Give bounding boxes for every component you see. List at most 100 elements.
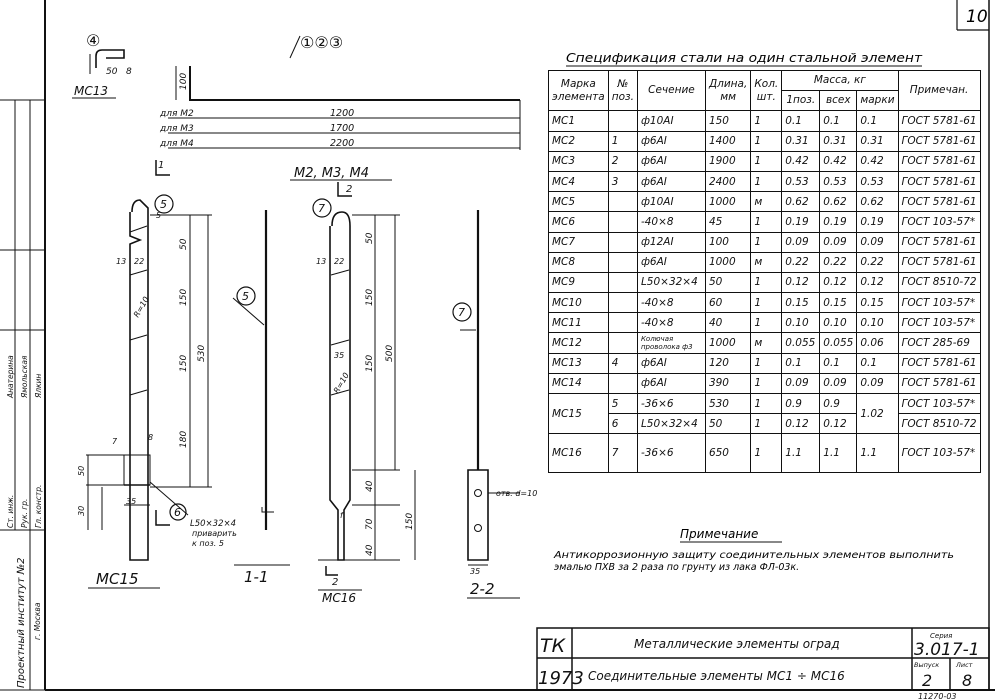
table-cell [607,332,638,354]
table-cell: ф6АI [636,150,706,172]
table-cell: 0.09 [819,231,858,253]
mc16-dim-r10: R=10 [332,371,351,395]
side-stamp [0,99,45,691]
table-cell: 5 [607,392,638,415]
table-cell: 3 [607,170,638,193]
table-cell: МС7 [548,231,609,253]
note-text-2: эмалью ПХВ за 2 раза по грунту из лака Ф… [554,562,799,573]
drawing-lines [72,35,521,599]
table-cell: 0.055 [781,332,821,354]
table-cell: 2 [607,150,638,172]
table-cell: 50 [704,271,752,294]
table-cell: L50×32×4 [636,413,706,435]
table-cell: 1 [750,292,783,314]
mc16-dim-f: f [340,511,344,520]
spec-header-row-1: Марка элемента № поз. Сечение Длина, мм … [548,69,981,112]
angle-note-1: L50×32×4 [190,519,236,529]
table-cell: МС11 [548,312,609,334]
table-cell: 0.055 [819,332,858,354]
mc15-label: МС15 [96,570,139,588]
table-cell: МС14 [548,372,609,395]
mc15-dim-150a: 150 [179,289,189,306]
cut2-label: 2 [346,184,352,195]
circ-5-a: 5 [160,198,167,211]
stamp-name-1: Ялкин [34,374,43,399]
table-cell: 1 [750,271,783,294]
table-cell: 150 [704,110,752,132]
table-cell: 60 [704,292,752,314]
table-cell: ГОСТ 103-57* [897,292,981,314]
table-cell: 0.62 [856,191,899,213]
hole-label: отв. d=10 [496,489,537,498]
table-cell: 0.53 [819,170,858,193]
table-cell: 1000 [704,332,752,354]
table-cell: 1.02 [856,392,899,435]
table-cell: -40×8 [636,312,706,334]
table-cell: МС4 [548,170,609,193]
mc15-dim-5: 5 [156,211,161,220]
table-cell: ГОСТ 103-57* [897,433,981,474]
position-circles [154,194,472,521]
table-cell: 0.15 [819,292,858,314]
sheet-number: 10 [966,7,988,27]
table-cell: 0.53 [781,170,821,193]
table-cell: 0.1 [819,110,858,132]
circ-6: 6 [174,506,181,519]
table-cell: ГОСТ 103-57* [897,312,981,334]
table-cell: 0.9 [781,392,821,415]
table-cell: МС15 [548,392,609,435]
table-cell [607,231,638,253]
table-cell: ф6АI [636,170,706,193]
cut2-bottom-label: 2 [332,577,338,588]
table-cell: ф6АI [636,251,706,273]
len-m4: 2200 [330,138,354,149]
table-cell: 7 [607,433,638,474]
table-cell: ГОСТ 5781-61 [897,251,981,273]
table-cell: 0.1 [856,352,899,374]
table-cell: 0.09 [819,372,858,395]
table-cell: L50×32×4 [636,271,706,294]
table-cell: 1900 [704,150,752,172]
mc16-dim-150a: 150 [365,289,375,306]
mc16-dim-22: 22 [334,257,344,266]
table-cell: 1.1 [856,433,899,474]
table-cell: 1 [750,433,783,474]
mc15-dim-35: 35 [126,497,136,506]
table-cell: 0.10 [856,312,899,334]
table-cell: ф6АI [636,352,706,374]
table-cell: 390 [704,372,752,395]
table-cell: ГОСТ 103-57* [897,211,981,233]
table-cell: -36×6 [636,433,706,474]
mc16-dim-150b: 150 [365,355,375,372]
stamp-institute: Проектный институт №2 [16,558,27,688]
table-cell: 0.22 [819,251,858,273]
dim-100: 100 [179,73,189,90]
header-mass-all: всех [819,90,858,112]
table-cell [607,372,638,395]
table-cell: 1000 [704,251,752,273]
table-cell: 0.1 [781,352,821,374]
mc15-dim-30: 30 [77,506,86,516]
table-cell: 1 [750,392,783,415]
table-cell: -40×8 [636,211,706,233]
table-cell: 0.62 [781,191,821,213]
table-cell: 1 [750,352,783,374]
for-m2-label: для М2 [159,109,194,119]
table-cell: МС9 [548,271,609,294]
table-cell: 1 [750,413,783,435]
for-m3-label: для М3 [159,124,194,134]
header-mass: Масса, кг [781,69,899,92]
table-cell [607,312,638,334]
stamp-city: г. Москва [33,602,42,640]
stamp-role-3: Ст. инж. [6,495,15,528]
mc16-dim-35: 35 [334,351,344,360]
table-cell: 0.10 [781,312,821,334]
